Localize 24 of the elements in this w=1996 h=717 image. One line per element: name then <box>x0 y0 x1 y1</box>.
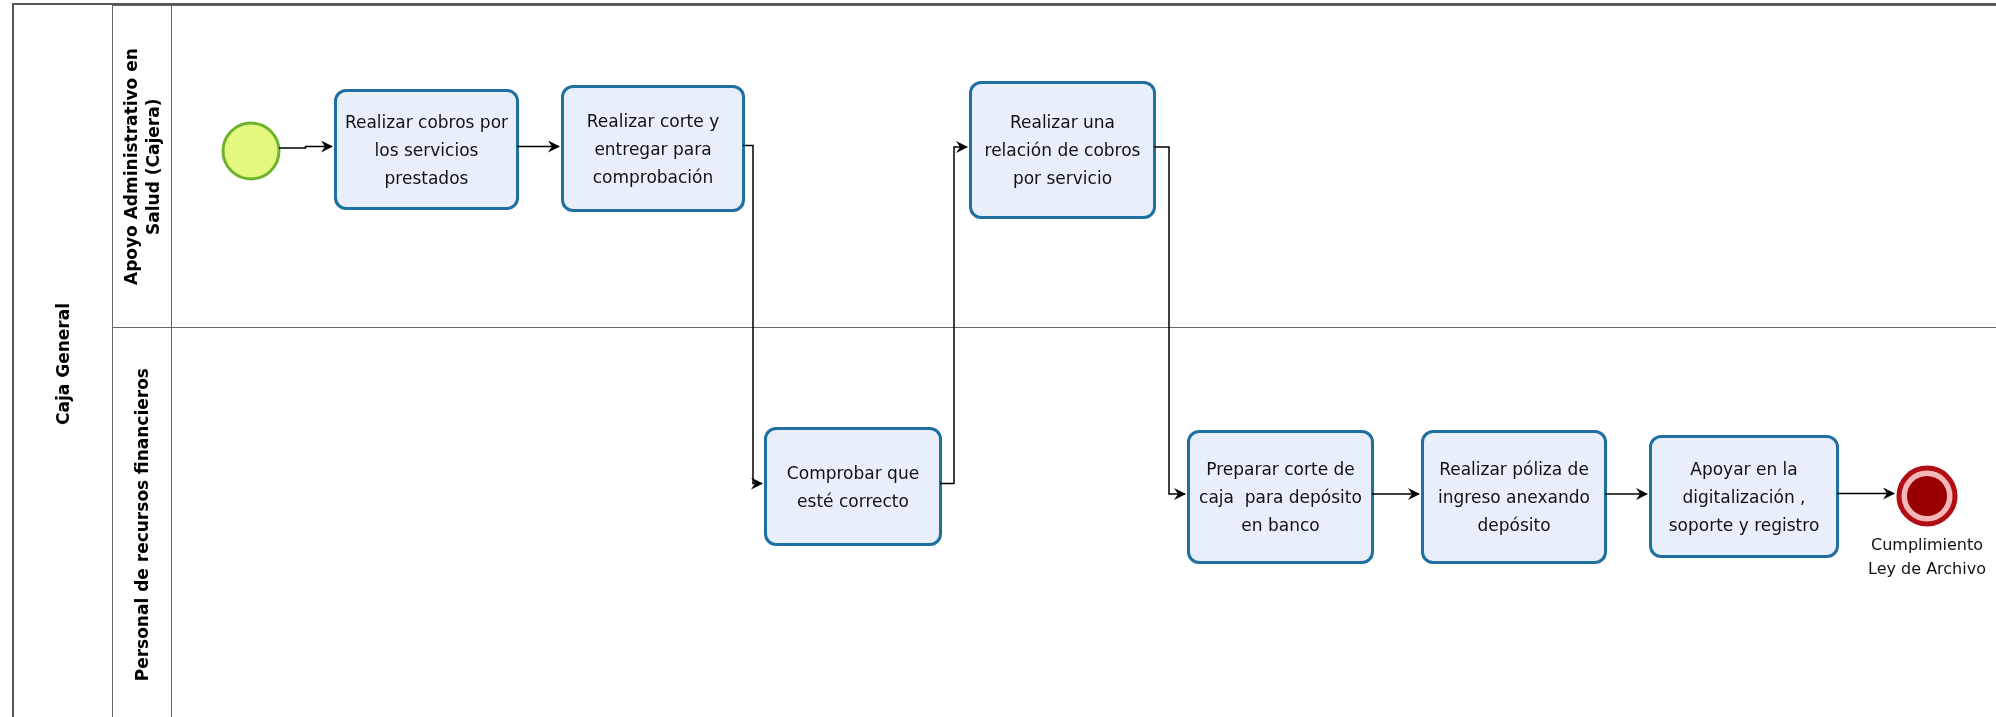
swimlane <box>113 327 1996 717</box>
task-box: Realizar póliza de ingreso anexando depósito <box>1421 430 1607 564</box>
sequence-flow-arrow <box>516 140 560 153</box>
pool <box>12 3 1996 717</box>
sequence-flow-arrow <box>939 141 968 485</box>
sequence-flow-arrow <box>742 144 763 490</box>
sequence-flow-arrow <box>1153 146 1186 500</box>
swimlane <box>113 5 1996 327</box>
sequence-flow-arrow <box>1836 487 1895 500</box>
task-box: Preparar corte de caja para depósito en banco <box>1187 430 1374 564</box>
sequence-flow-arrow <box>1604 488 1648 500</box>
task-box: Apoyar en la digitalización , soporte y registro <box>1649 435 1839 558</box>
event-label: Cumplimiento Ley de Archivo <box>1867 534 1987 580</box>
task-box: Realizar una relación de cobros por servicio <box>969 81 1156 219</box>
task-box: Realizar corte y entregar para comprobación <box>561 85 745 212</box>
lane-label: Apoyo Administrativo en Salud (Cajera) <box>119 47 164 287</box>
task-box: Comprobar que esté correcto <box>764 427 942 546</box>
sequence-flow-arrow <box>278 140 333 153</box>
lane-label: Personal de recursos financieros <box>130 368 153 682</box>
end-event-circle <box>1896 465 1958 527</box>
start-event-circle <box>221 121 281 181</box>
sequence-flow-arrow <box>1371 488 1420 500</box>
task-box: Realizar cobros por los servicios prestados <box>334 89 519 210</box>
pool-label: Caja General <box>51 303 74 425</box>
